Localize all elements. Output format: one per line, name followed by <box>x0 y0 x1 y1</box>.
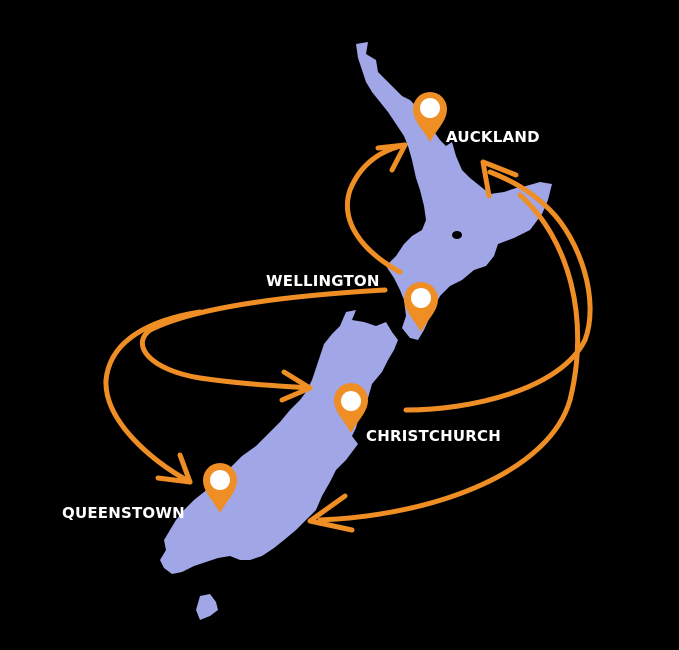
route-wellington-auckland <box>344 142 408 275</box>
routes <box>103 142 593 533</box>
pin-wellington[interactable] <box>404 282 438 332</box>
label-wellington: WELLINGTON <box>266 272 380 290</box>
arrowhead-auckland-left <box>375 142 408 173</box>
pin-auckland-center <box>420 98 440 118</box>
route-wellington-queenstown <box>103 309 203 485</box>
stewart-island <box>196 594 218 620</box>
route-auckland-south <box>317 192 581 523</box>
arrowhead-queenstown <box>155 452 193 485</box>
pin-queenstown[interactable] <box>203 463 237 513</box>
arrowhead-south <box>307 493 355 533</box>
south-island <box>160 310 398 574</box>
route-wellington-christchurch <box>139 287 388 391</box>
label-auckland: AUCKLAND <box>446 128 540 146</box>
arrowhead-christchurch <box>279 369 313 403</box>
route-christchurch-auckland <box>403 169 593 413</box>
pin-auckland[interactable] <box>413 92 447 142</box>
north-island <box>356 42 552 340</box>
arrowhead-auckland-right <box>480 159 519 199</box>
pin-christchurch[interactable] <box>334 383 368 433</box>
label-queenstown: QUEENSTOWN <box>62 504 185 522</box>
label-christchurch: CHRISTCHURCH <box>366 427 501 445</box>
